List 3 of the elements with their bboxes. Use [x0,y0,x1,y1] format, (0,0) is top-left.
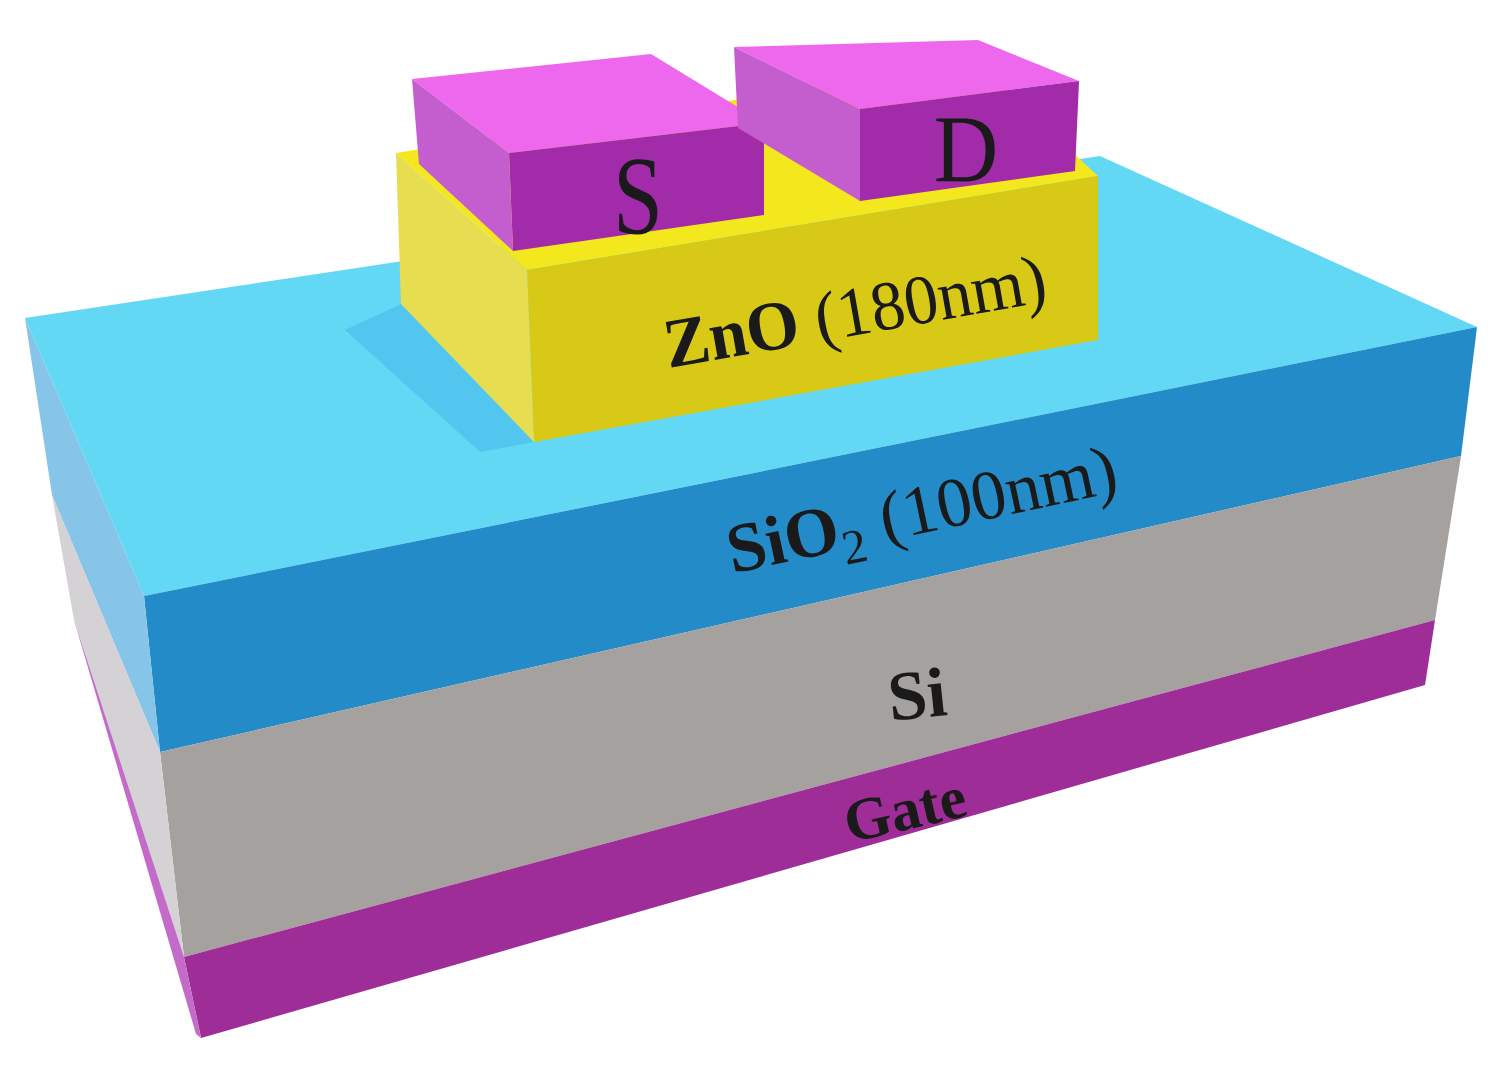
node-label: S [619,159,658,235]
electrode-block: D [734,40,1079,201]
electrode-block: S [412,54,764,251]
